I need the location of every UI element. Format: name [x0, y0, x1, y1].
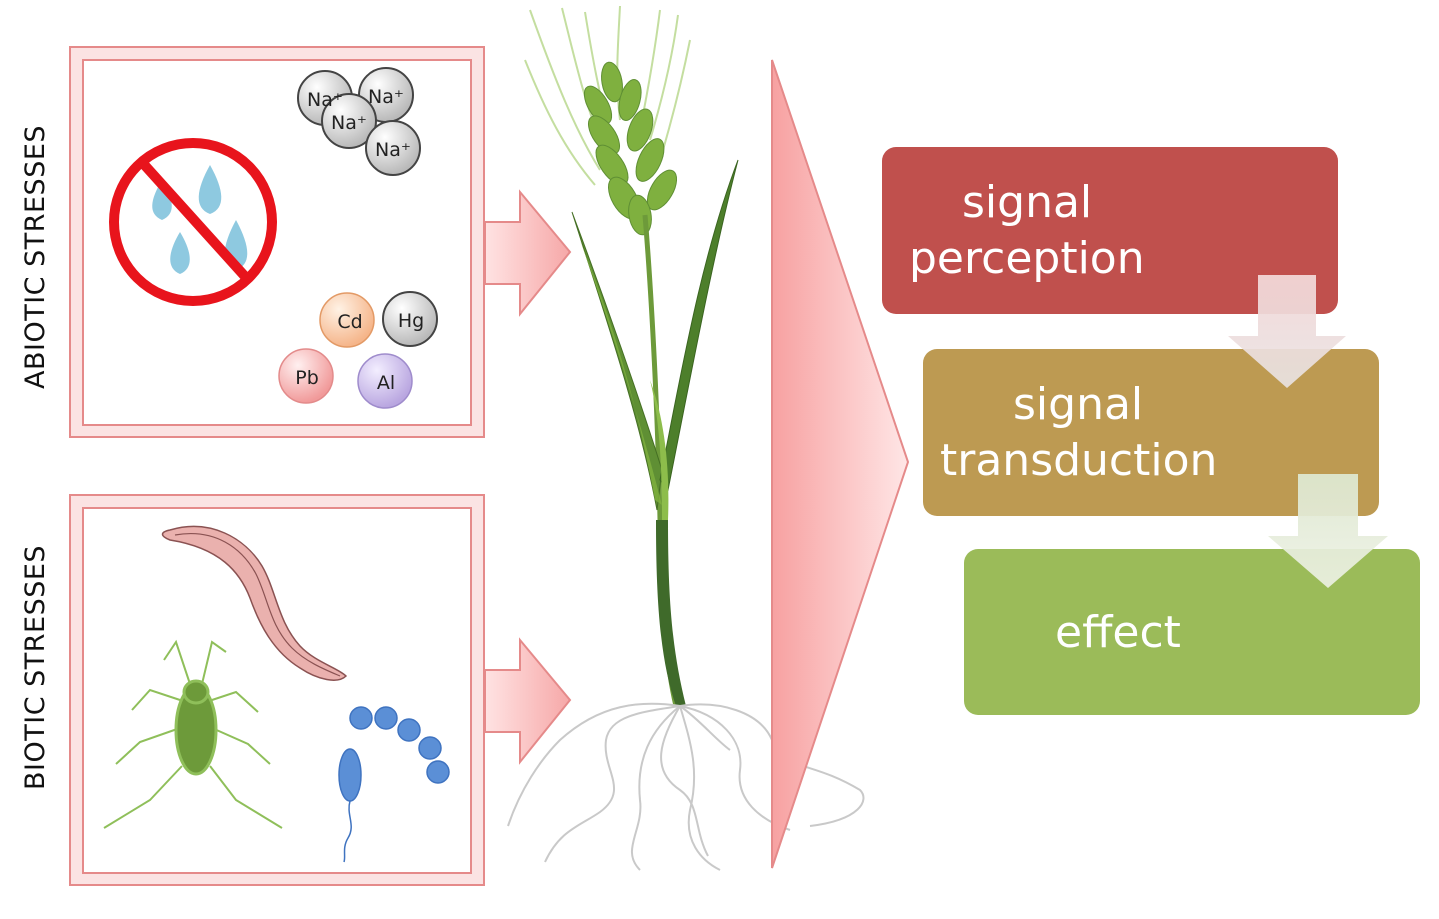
step-signal-perception: signal perception	[882, 147, 1338, 314]
sodium-ion	[365, 120, 421, 176]
mercury-ion	[382, 291, 438, 347]
sodium-ion-label: Na⁺	[307, 89, 343, 111]
biotic-stresses-label: BIOTIC STRESSES	[20, 544, 51, 790]
no-water-icon	[109, 138, 277, 306]
mercury-label: Hg	[398, 310, 424, 332]
sodium-ions: Na⁺ Na⁺ Na⁺ Na⁺	[297, 67, 421, 176]
step-transduction-line2: transduction	[940, 435, 1218, 486]
insect-icon	[103, 639, 283, 829]
sodium-ion-label: Na⁺	[368, 86, 404, 108]
heavy-metal-ions: Cd Hg Pb Al	[278, 291, 438, 409]
step-signal-transduction: signal transduction	[923, 349, 1379, 516]
abiotic-panel: Na⁺ Na⁺ Na⁺ Na⁺ Cd Hg Pb Al	[69, 46, 485, 438]
step-perception-line1: signal	[962, 177, 1093, 228]
abiotic-panel-inner	[82, 59, 472, 426]
sodium-ion-label: Na⁺	[375, 139, 411, 161]
abiotic-stresses-label: ABIOTIC STRESSES	[20, 124, 51, 389]
biotic-panel-inner	[82, 507, 472, 874]
lead-ion	[278, 348, 334, 404]
sodium-ion	[321, 93, 377, 149]
step-effect-line1: effect	[1055, 607, 1181, 658]
step-transduction-line1: signal	[1013, 379, 1144, 430]
nematode-icon	[161, 525, 348, 681]
aluminium-ion	[357, 353, 413, 409]
bacteria-icon	[338, 706, 450, 863]
big-arrow-to-pathway	[771, 59, 910, 869]
biotic-to-plant-arrow	[484, 637, 572, 765]
step-effect: effect	[964, 549, 1420, 715]
abiotic-to-plant-arrow	[484, 189, 572, 317]
sodium-ion-label: Na⁺	[331, 112, 367, 134]
wheat-plant-illustration	[507, 5, 865, 871]
lead-label: Pb	[295, 367, 319, 389]
aluminium-label: Al	[377, 372, 395, 394]
cadmium-ion	[319, 292, 375, 348]
cadmium-label: Cd	[337, 311, 362, 333]
biotic-panel	[69, 494, 485, 886]
step-perception-line2: perception	[909, 233, 1145, 284]
